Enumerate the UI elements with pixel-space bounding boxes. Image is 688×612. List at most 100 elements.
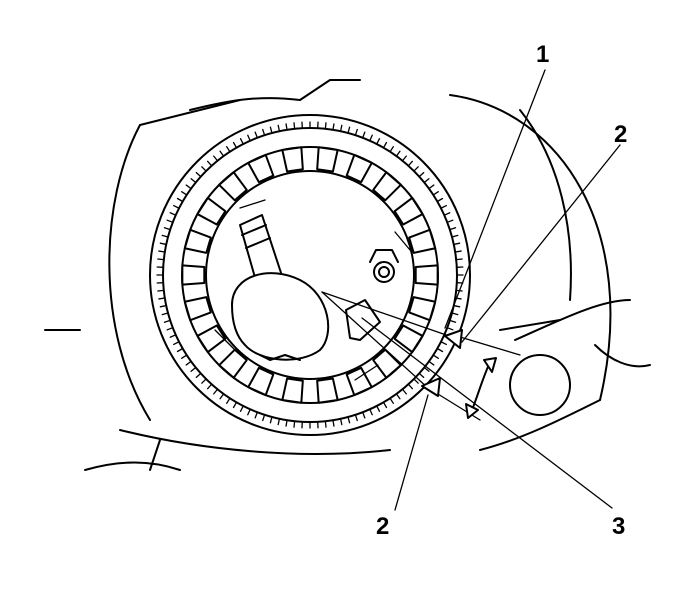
scale-tick	[169, 334, 177, 338]
alignment-marks	[421, 329, 463, 397]
scale-tick	[376, 138, 381, 145]
scale-tick	[432, 191, 439, 196]
scale-tick	[185, 360, 192, 366]
scale-tick	[219, 150, 225, 157]
scale-tick	[362, 411, 366, 419]
scale-tick	[332, 419, 335, 427]
scale-tick	[436, 347, 444, 353]
scale-tick	[254, 131, 258, 139]
scale-tick	[201, 378, 207, 384]
scale-tick	[339, 418, 343, 426]
scale-tick	[423, 178, 430, 184]
scale-tick	[413, 166, 419, 172]
scale-tick	[440, 341, 447, 346]
scale-tick	[232, 401, 238, 409]
scale-tick	[432, 354, 439, 359]
scale-tick	[339, 124, 343, 132]
scale-tick	[362, 131, 366, 139]
scale-tick	[395, 393, 401, 400]
callout-2-upper: 2	[614, 121, 627, 148]
lock-ring-tab	[183, 296, 212, 322]
lock-ring-tab	[372, 348, 402, 379]
scale-tick	[446, 327, 454, 331]
scale-tick	[407, 383, 414, 390]
scale-tick	[395, 150, 401, 157]
scale-tick	[423, 366, 430, 372]
upper-alignment-mark-icon	[444, 329, 463, 349]
lock-ring-tab	[345, 153, 373, 184]
scale-tick	[418, 171, 425, 178]
lock-ring-tab	[218, 348, 248, 379]
callout-3: 3	[612, 513, 625, 540]
scale-tick	[453, 304, 461, 308]
scale-tick	[185, 184, 192, 190]
scale-tick	[382, 141, 388, 149]
lock-ring-tab	[393, 196, 424, 226]
scale-tick	[332, 123, 335, 131]
scale-tick	[190, 366, 197, 372]
scale-tick	[389, 397, 394, 404]
scale-tick	[232, 141, 238, 149]
scale-tick	[157, 289, 165, 292]
scale-tick	[455, 258, 463, 261]
scale-tick	[262, 128, 266, 136]
scale-tick	[413, 378, 419, 384]
scale-tick	[195, 372, 202, 379]
lock-ring-tab	[196, 196, 227, 226]
scale-tick	[163, 227, 171, 231]
scale-tick	[436, 197, 444, 203]
fuel-pump-module	[214, 199, 411, 381]
scale-tick	[277, 124, 281, 132]
lock-ring-tab	[218, 171, 248, 202]
scale-tick	[324, 122, 327, 130]
scale-tick	[206, 383, 213, 390]
scale-tick	[440, 204, 447, 209]
lock-ring-tab	[196, 324, 227, 354]
scale-tick	[226, 397, 231, 404]
scale-tick	[166, 219, 174, 223]
scale-tick	[418, 372, 425, 379]
scale-tick	[453, 242, 461, 246]
lock-ring-tabs	[181, 146, 439, 404]
scale-tick	[262, 414, 266, 422]
scale-tick	[285, 123, 288, 131]
scale-tick	[254, 411, 258, 419]
scale-tick	[369, 134, 373, 142]
scale-tick	[347, 416, 351, 424]
scale-tick	[213, 155, 219, 162]
scale-tick	[454, 250, 462, 253]
scale-tick	[449, 319, 457, 323]
callout-1: 1	[536, 41, 549, 68]
scale-tick	[277, 418, 281, 426]
scale-tick	[407, 160, 414, 167]
lock-ring-tab	[281, 146, 304, 173]
scale-tick	[443, 212, 451, 216]
lock-ring-tab	[408, 228, 437, 254]
scale-tick	[428, 360, 435, 366]
lock-ring-tab	[345, 366, 373, 397]
scale-tick	[269, 126, 273, 134]
lock-ring-tab	[183, 228, 212, 254]
tank-housing-outline	[44, 79, 651, 471]
lock-ring	[149, 114, 471, 436]
scale-tick	[239, 405, 244, 412]
scale-tick	[163, 319, 171, 323]
scale-tick	[293, 122, 296, 130]
scale-tick	[161, 234, 169, 238]
scale-tick	[181, 354, 188, 359]
scale-tick	[190, 178, 197, 184]
lock-ring-tab	[414, 264, 439, 286]
scale-tick	[428, 184, 435, 190]
scale-tick	[166, 327, 174, 331]
lock-ring-tab	[181, 264, 206, 286]
scale-tick	[247, 408, 251, 416]
lock-ring-tab	[281, 377, 304, 404]
scale-tick	[219, 393, 225, 400]
scale-tick	[401, 155, 407, 162]
vent-port	[509, 354, 571, 416]
scale-tick	[354, 414, 358, 422]
scale-tick	[293, 420, 296, 428]
bracket-edge	[499, 319, 561, 331]
scale-tick	[158, 297, 166, 300]
